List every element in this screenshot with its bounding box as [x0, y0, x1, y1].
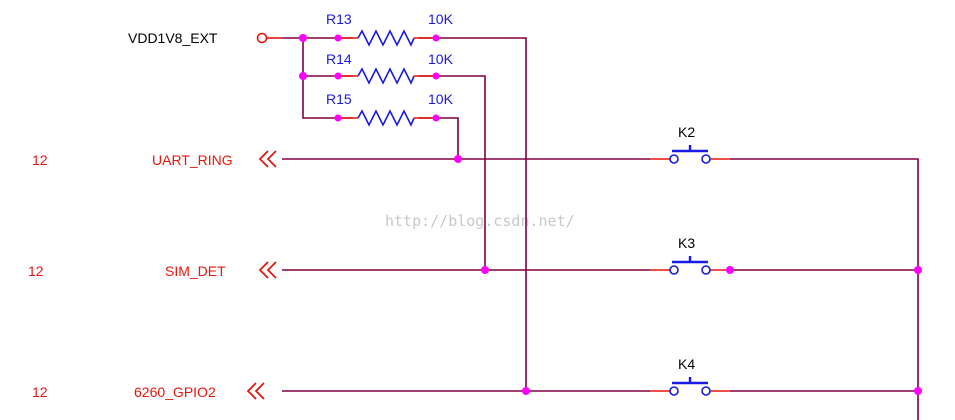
switch-contact: [669, 386, 679, 396]
wire-r15-uartring: [418, 117, 459, 159]
junction-dot: [334, 34, 342, 42]
wire-r14-simdet: [418, 75, 486, 270]
wire-ground-bus: [730, 158, 919, 420]
junction-dot: [726, 266, 734, 274]
junction-dot: [299, 72, 307, 80]
power-port-circle: [256, 32, 268, 44]
net-name: UART_RING: [152, 152, 233, 168]
junction-dot: [454, 155, 462, 163]
junction-dot: [914, 266, 922, 274]
switch-ref: K2: [678, 124, 695, 140]
net-page-ref: 12: [32, 384, 48, 400]
resistor-body: [357, 67, 415, 85]
net-name: SIM_DET: [165, 263, 226, 279]
net-page-ref: 12: [32, 152, 48, 168]
switch-contact: [701, 386, 711, 396]
resistor-ref: R15: [326, 91, 352, 107]
port-chevron-icon: [266, 261, 277, 279]
switch-contact: [669, 154, 679, 164]
net-6260-gpio2[interactable]: 12 6260_GPIO2: [32, 382, 265, 400]
port-chevron-icon: [254, 382, 265, 400]
power-net-label: VDD1V8_EXT: [128, 30, 218, 46]
watermark: http://blog.csdn.net/: [385, 212, 575, 230]
net-uart-ring[interactable]: 12 UART_RING: [32, 150, 277, 168]
resistor-r15[interactable]: R15 10K: [326, 91, 454, 127]
resistor-ref: R13: [326, 11, 352, 27]
resistor-value: 10K: [428, 11, 454, 27]
resistor-r13[interactable]: R13 10K: [326, 11, 454, 47]
port-chevron-icon: [266, 150, 277, 168]
switch-contact: [701, 154, 711, 164]
wires: [282, 37, 919, 420]
switch-contact: [701, 265, 711, 275]
junction-dot: [432, 34, 440, 42]
switch-ref: K4: [678, 356, 695, 372]
net-sim-det[interactable]: 12 SIM_DET: [28, 261, 277, 279]
net-page-ref: 12: [28, 263, 44, 279]
switch-k4[interactable]: K4: [650, 356, 730, 396]
resistor-value: 10K: [428, 91, 454, 107]
junction-dot: [299, 34, 307, 42]
junction-dot: [914, 387, 922, 395]
port-chevron-icon: [246, 382, 257, 400]
switch-contact: [669, 265, 679, 275]
switch-k2[interactable]: K2: [650, 124, 730, 164]
junctions: [299, 34, 922, 395]
resistor-value: 10K: [428, 51, 454, 67]
junction-dot: [432, 114, 440, 122]
junction-dot: [334, 114, 342, 122]
net-name: 6260_GPIO2: [134, 384, 216, 400]
switch-k3[interactable]: K3: [650, 235, 730, 275]
junction-dot: [522, 387, 530, 395]
port-chevron-icon: [258, 150, 269, 168]
resistor-body: [357, 109, 415, 127]
junction-dot: [432, 72, 440, 80]
port-chevron-icon: [258, 261, 269, 279]
wire-r13-gpio2: [418, 37, 527, 391]
junction-dot: [334, 72, 342, 80]
switch-ref: K3: [678, 235, 695, 251]
junction-dot: [481, 266, 489, 274]
resistor-r14[interactable]: R14 10K: [326, 51, 454, 85]
resistor-ref: R14: [326, 51, 352, 67]
resistor-body: [357, 29, 415, 47]
